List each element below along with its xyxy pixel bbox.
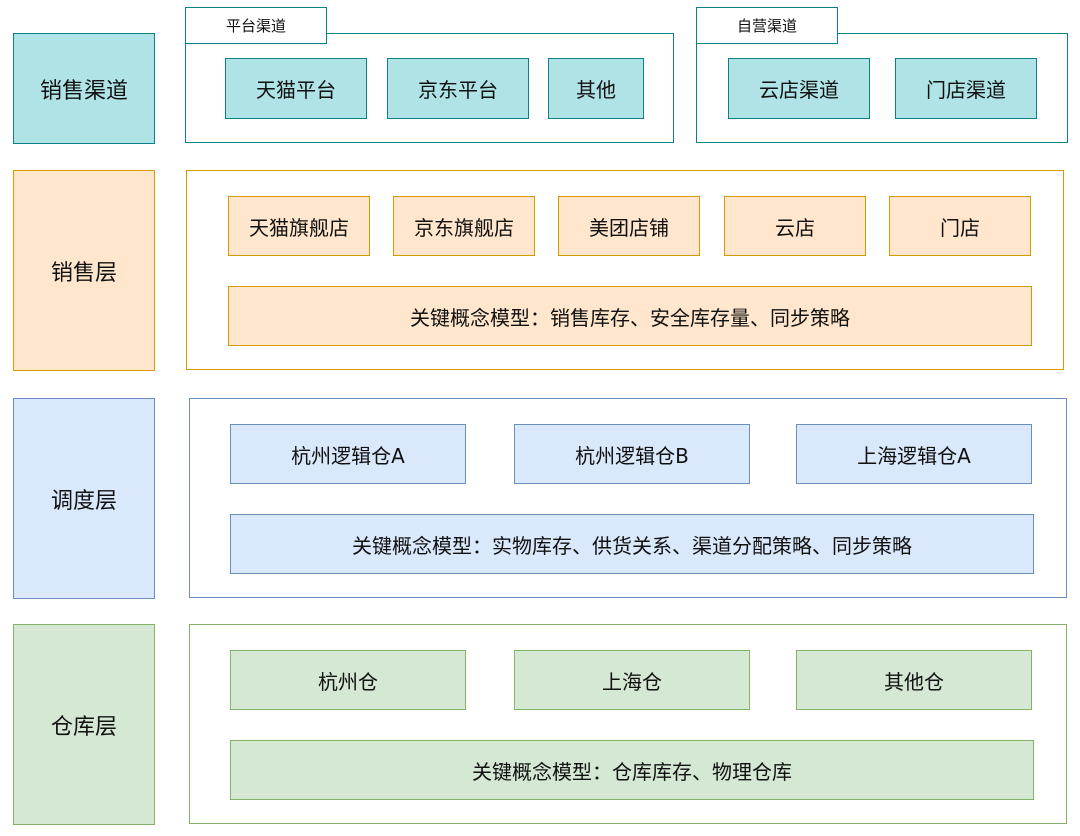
channel-other: 其他	[548, 58, 644, 119]
channel-offline-store: 门店渠道	[895, 58, 1037, 119]
sales-key-model: 关键概念模型：销售库存、安全库存量、同步策略	[228, 286, 1032, 346]
dispatch-sh-logic-a: 上海逻辑仓A	[796, 424, 1032, 484]
warehouse-key-model: 关键概念模型：仓库库存、物理仓库	[230, 740, 1034, 800]
sales-meituan-store: 美团店铺	[558, 196, 700, 256]
sales-offline-store: 门店	[889, 196, 1031, 256]
sales-cloud-store: 云店	[724, 196, 866, 256]
layer-label-warehouse: 仓库层	[13, 624, 155, 825]
layer-label-sales: 销售层	[13, 170, 155, 371]
sales-tmall-flagship: 天猫旗舰店	[228, 196, 370, 256]
channel-cloud-store: 云店渠道	[728, 58, 870, 119]
platform-channel-tab: 平台渠道	[185, 7, 327, 44]
dispatch-key-model: 关键概念模型：实物库存、供货关系、渠道分配策略、同步策略	[230, 514, 1034, 574]
self-channel-tab: 自营渠道	[696, 7, 838, 44]
warehouse-other: 其他仓	[796, 650, 1032, 710]
channel-jd-platform: 京东平台	[387, 58, 529, 119]
layer-label-dispatch: 调度层	[13, 398, 155, 599]
sales-jd-flagship: 京东旗舰店	[393, 196, 535, 256]
warehouse-hangzhou: 杭州仓	[230, 650, 466, 710]
channel-tmall-platform: 天猫平台	[225, 58, 367, 119]
warehouse-shanghai: 上海仓	[514, 650, 750, 710]
dispatch-hz-logic-a: 杭州逻辑仓A	[230, 424, 466, 484]
dispatch-hz-logic-b: 杭州逻辑仓B	[514, 424, 750, 484]
layer-label-channel: 销售渠道	[13, 33, 155, 144]
